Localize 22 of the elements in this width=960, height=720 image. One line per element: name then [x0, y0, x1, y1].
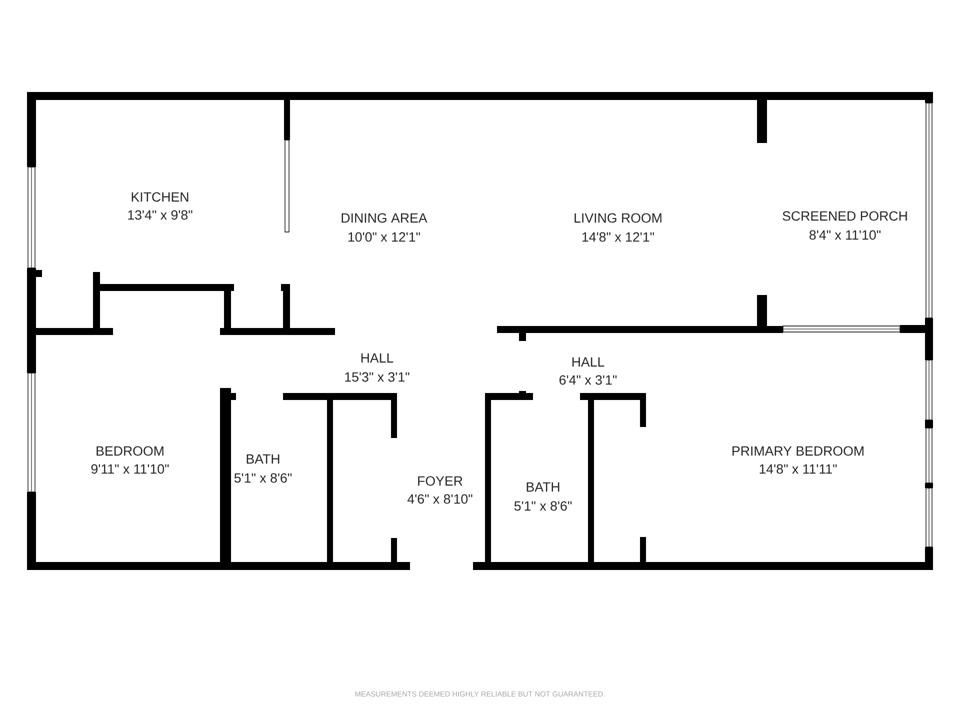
room-dimensions: 4'6" x 8'10": [407, 494, 472, 504]
room-dimensions: 14'8" x 11'11": [760, 464, 837, 474]
room-name: HALL: [361, 353, 394, 363]
room-name: FOYER: [418, 476, 462, 486]
room-name: KITCHEN: [132, 192, 188, 202]
room-dimensions: 5'1" x 8'6": [514, 501, 572, 511]
room-name: PRIMARY BEDROOM: [732, 446, 864, 456]
room-dimensions: 8'4" x 11'10": [810, 230, 880, 240]
room-dimensions: 10'0" x 12'1": [348, 232, 420, 242]
room-dimensions: 13'4" x 9'8": [128, 210, 192, 220]
room-dimensions: 6'4" x 3'1": [560, 375, 617, 385]
room-name: SCREENED PORCH: [782, 211, 907, 221]
room-dimensions: 14'8" x 12'1": [582, 232, 654, 242]
room-name: BEDROOM: [96, 446, 164, 456]
room-name: DINING AREA: [342, 213, 428, 223]
room-name: LIVING ROOM: [574, 213, 662, 223]
room-dimensions: 15'3" x 3'1": [345, 372, 410, 382]
room-name: BATH: [246, 454, 280, 464]
room-name: HALL: [572, 357, 604, 367]
room-dimensions: 9'11" x 11'10": [91, 464, 169, 474]
room-dimensions: 5'1" x 8'6": [234, 473, 292, 483]
room-name: BATH: [526, 482, 560, 492]
